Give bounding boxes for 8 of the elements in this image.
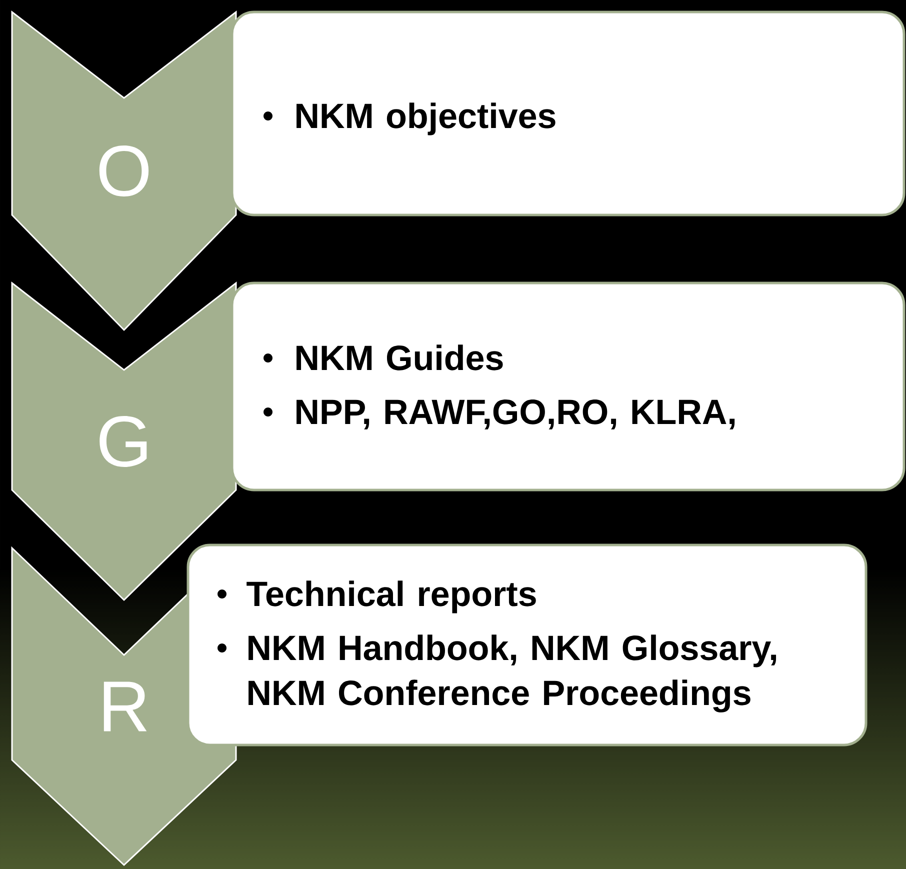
bullet-text: NPP, RAWF,GO,RO, KLRA, bbox=[296, 400, 735, 430]
bullet-text: NKM Guides bbox=[296, 344, 503, 370]
text-box bbox=[186, 544, 868, 746]
text-box bbox=[230, 10, 906, 216]
bullet-text: NKM Handbook, NKM Glossary, NKM Conference Proceedings bbox=[248, 634, 776, 712]
bullet-text: NKM objectives bbox=[296, 102, 556, 136]
text-box bbox=[230, 282, 906, 492]
bullet-text: Technical reports bbox=[246, 580, 536, 614]
